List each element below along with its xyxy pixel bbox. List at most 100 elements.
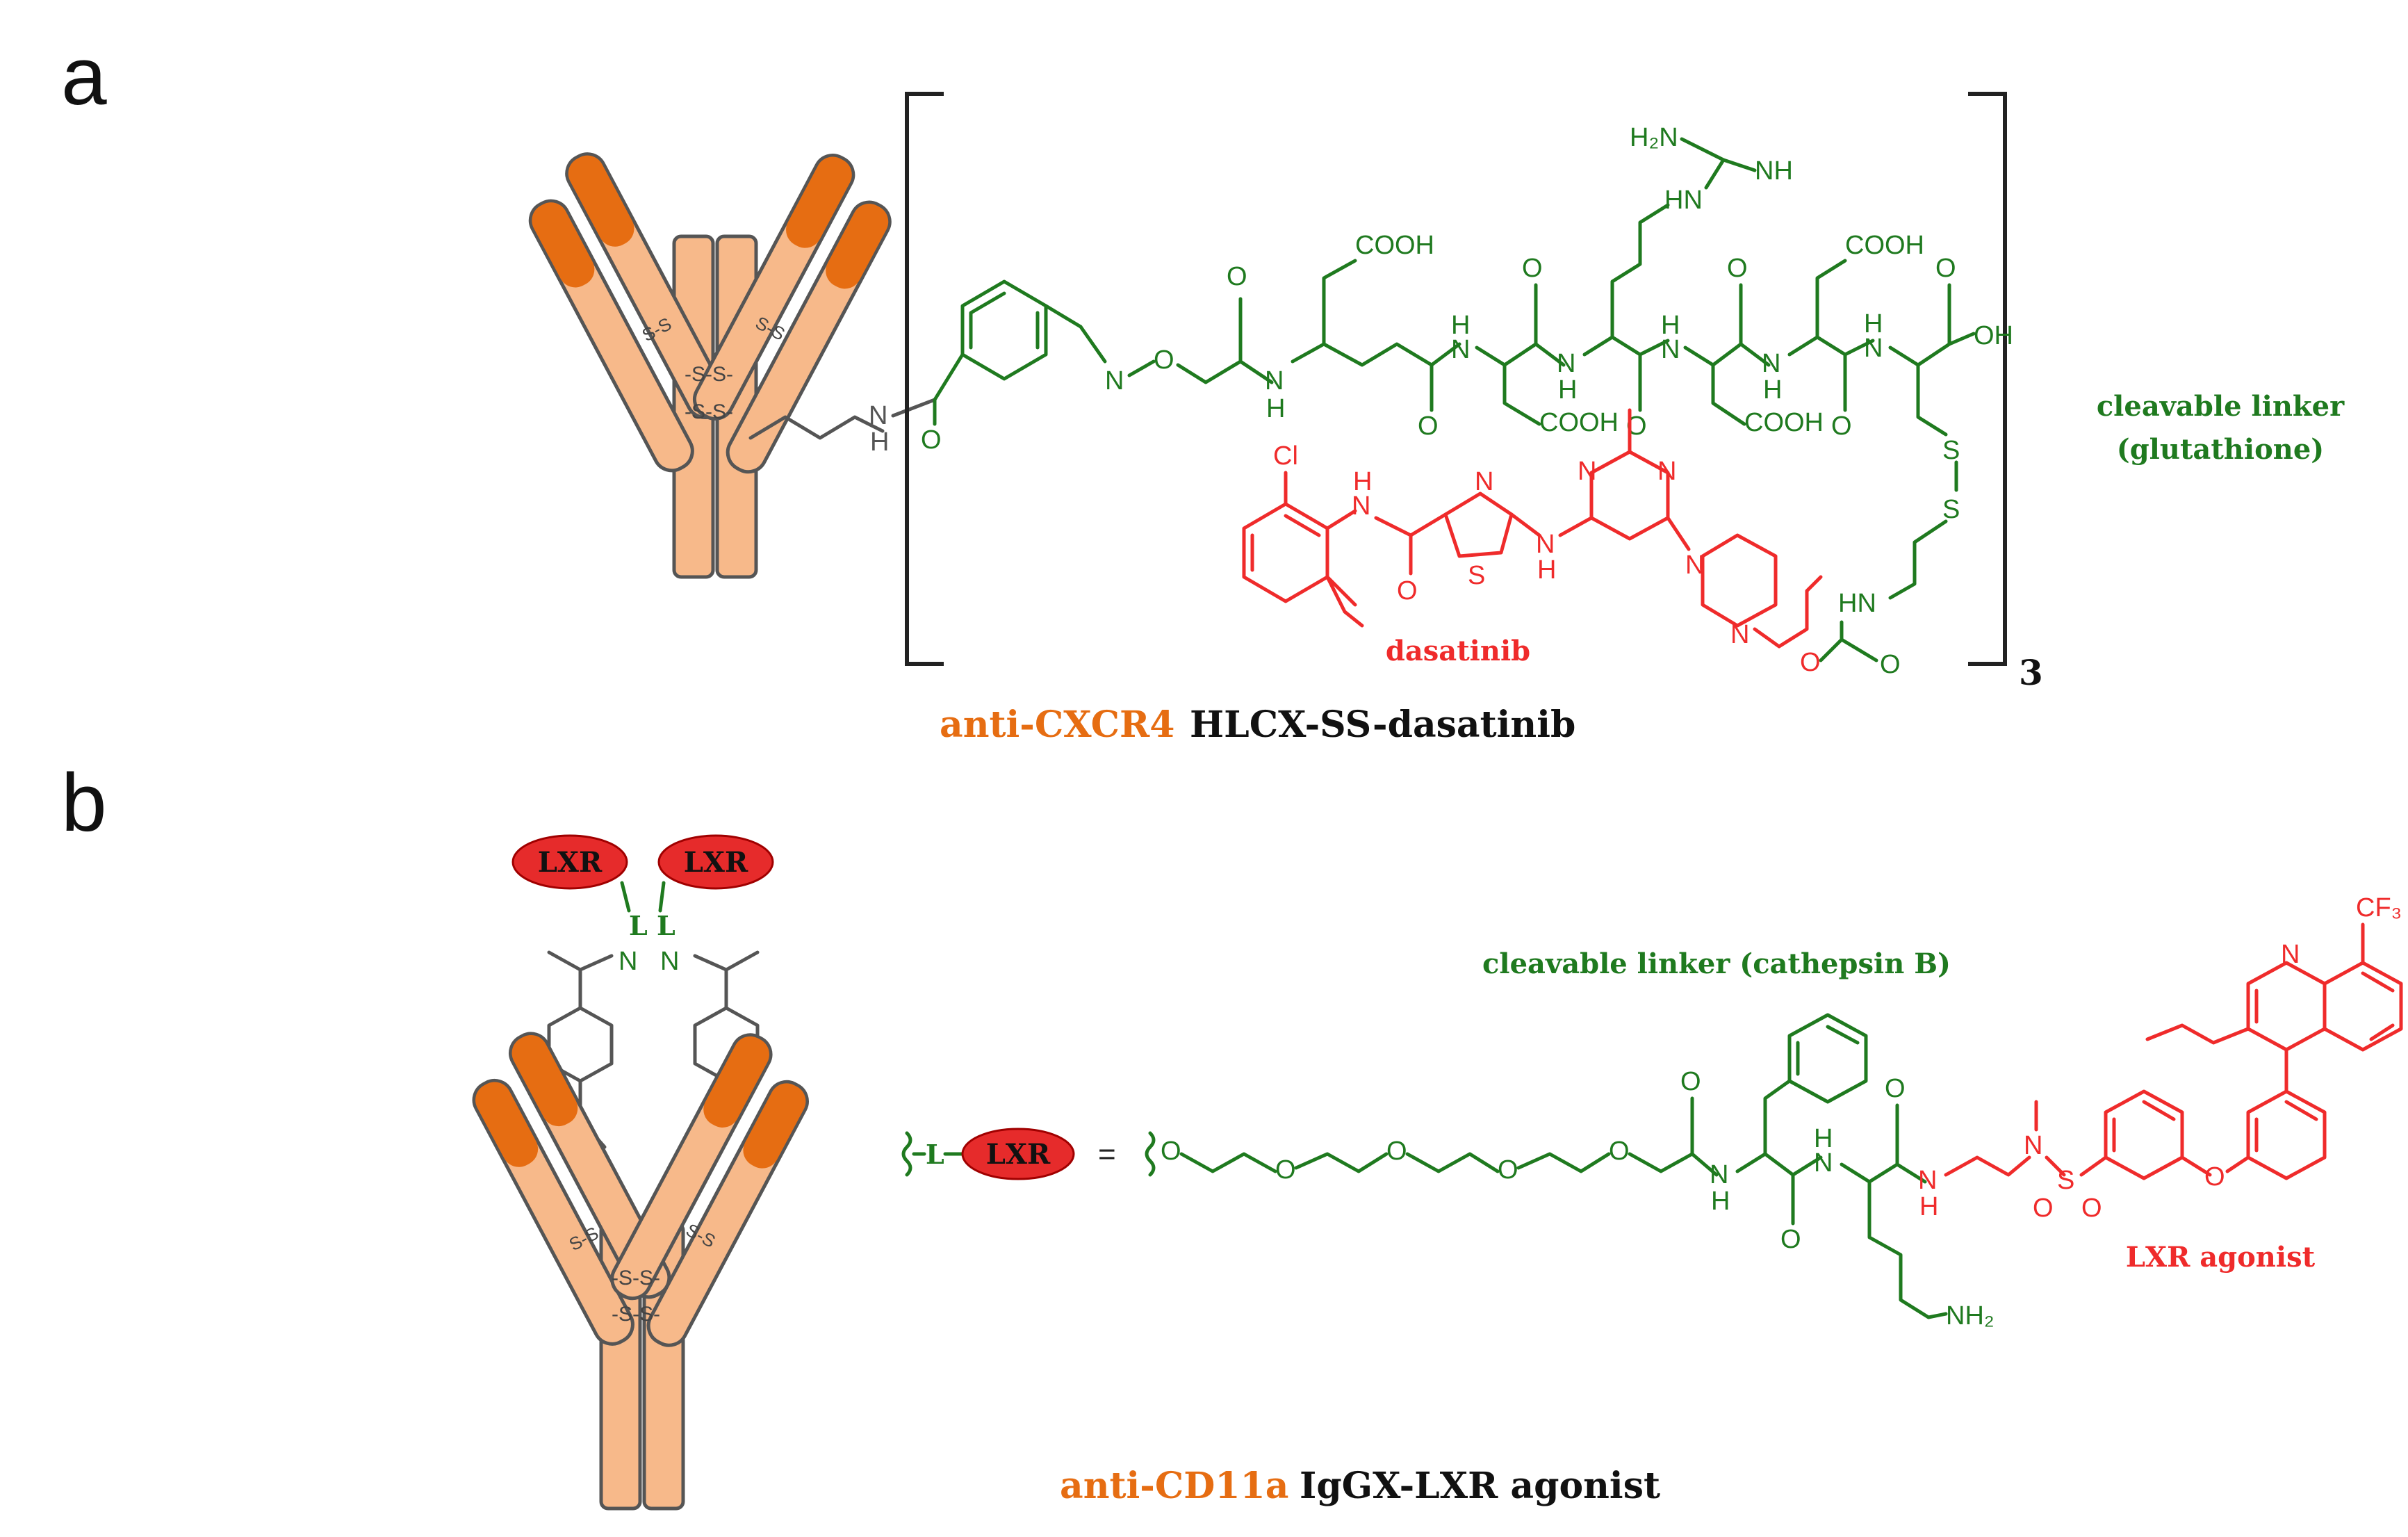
a-atom-o-7: O <box>1831 412 1852 441</box>
b-atom-n-2: N <box>660 947 679 976</box>
a-atom-o-1: O <box>921 425 942 455</box>
svg-text:O: O <box>1780 1225 1801 1254</box>
a-atom-o-6: O <box>1727 254 1748 283</box>
b-linker-l-2: L <box>657 910 675 941</box>
svg-text:S: S <box>2057 1166 2074 1195</box>
b-equals: = <box>1098 1137 1116 1171</box>
a-atom-cooh-4: COOH <box>1845 231 1924 260</box>
a-atom-h-3: H <box>1558 375 1577 405</box>
a-atom-n-3: N <box>1557 349 1575 378</box>
svg-text:NH₂: NH₂ <box>1946 1301 1995 1331</box>
caption-a-name: HLCX-SS-dasatinib <box>1190 704 1575 746</box>
a-atom-o-4: O <box>1522 254 1543 283</box>
svg-text:CF₃: CF₃ <box>2356 893 2402 922</box>
a-atom-n-2: N <box>1451 335 1470 364</box>
svg-text:-S-S-: -S-S- <box>612 1303 660 1326</box>
oxime-linkers-b <box>547 950 760 1149</box>
a-atom-h-link: H <box>1537 555 1556 585</box>
a-atom-n-link: N <box>1536 530 1555 559</box>
a-atom-n-pyr2: N <box>1657 457 1676 486</box>
a-atom-o-9: O <box>1880 650 1901 679</box>
svg-text:N: N <box>1814 1148 1833 1178</box>
a-atom-o-10: O <box>1800 648 1821 677</box>
antibody-a-icon: -S-S- -S-S- S-S S-S <box>528 152 892 579</box>
a-atom-n-1: N <box>1265 366 1284 396</box>
svg-text:N: N <box>2281 940 2300 969</box>
a-atom-s-2: S <box>1942 495 1960 524</box>
a-atom-cooh-3: COOH <box>1744 408 1824 437</box>
a-atom-oh: OH <box>1974 321 2013 350</box>
a-atom-cl: Cl <box>1273 441 1298 471</box>
a-atom-h2n: H₂N <box>1630 123 1678 152</box>
b-atom-n-1: N <box>619 947 637 976</box>
a-atom-n-thz: N <box>1475 467 1493 496</box>
label-linker-b: cleavable linker (cathepsin B) <box>1482 948 1951 980</box>
a-atom-h-amide: H <box>1353 467 1372 496</box>
svg-text:O: O <box>2081 1194 2102 1223</box>
svg-text:O: O <box>2033 1194 2054 1223</box>
label-linker-a-line1: cleavable linker <box>2097 390 2345 423</box>
a-atom-h-lys: H <box>870 428 889 457</box>
a-atom-h-2: H <box>1451 311 1470 340</box>
a-atom-h-1: H <box>1266 394 1285 423</box>
a-atom-h-5: H <box>1763 375 1782 405</box>
antibody-b-icon: -S-S- -S-S- S-S S-S <box>472 1032 809 1511</box>
label-linker-a-line2: (glutathione) <box>2117 433 2324 466</box>
svg-text:N: N <box>1918 1166 1937 1195</box>
bracket-subscript: 3 <box>2019 652 2043 693</box>
a-atom-h-4: H <box>1661 311 1680 340</box>
svg-text:-S-S-: -S-S- <box>612 1267 660 1290</box>
svg-text:O: O <box>1680 1067 1701 1096</box>
a-atom-o-amide: O <box>1397 576 1418 605</box>
b-linker-l-legend: L <box>926 1139 944 1170</box>
a-atom-o-oxime: O <box>1154 345 1174 375</box>
lxr-badge-1: LXR <box>511 834 628 890</box>
svg-text:O: O <box>1275 1155 1296 1185</box>
bracket-right <box>1968 92 2007 666</box>
svg-text:O: O <box>1885 1074 1906 1103</box>
lxr-badge-2: LXR <box>657 834 774 890</box>
svg-text:LXR: LXR <box>538 846 603 879</box>
a-atom-hn-carb: HN <box>1838 589 1876 618</box>
panel-a-letter: a <box>61 31 107 122</box>
dasatinib-structure: Cl N H O N S N H N N N N <box>1242 408 1823 649</box>
linker-b-structure: O O O O O O N H O H N O NH₂ N H <box>1145 1013 1995 1331</box>
bracket-left <box>905 92 944 666</box>
svg-text:LXR: LXR <box>986 1138 1051 1171</box>
a-atom-s-thz: S <box>1468 561 1485 590</box>
a-atom-n-6: N <box>1864 334 1883 363</box>
svg-text:H: H <box>1919 1192 1938 1221</box>
a-atom-hn-arg: HN <box>1664 186 1703 215</box>
a-atom-o-3: O <box>1418 412 1439 441</box>
svg-text:O: O <box>1498 1155 1518 1185</box>
a-atom-o-2: O <box>1227 262 1247 291</box>
a-atom-n-pyr1: N <box>1578 457 1596 486</box>
a-atom-n-4: N <box>1661 335 1680 364</box>
a-atom-n-amide: N <box>1352 491 1370 521</box>
caption-b-target: anti-CD11a <box>1060 1465 1288 1507</box>
linker-a-structure: O N O O N H COOH O H N COOH O N H <box>921 123 2013 679</box>
a-atom-h-6: H <box>1864 309 1883 339</box>
svg-text:O: O <box>1609 1137 1630 1166</box>
svg-text:O: O <box>1161 1137 1181 1166</box>
svg-text:N: N <box>1710 1160 1728 1189</box>
a-atom-n-lys: N <box>869 401 887 430</box>
svg-text:H: H <box>1711 1187 1730 1216</box>
label-lxr-agonist: LXR agonist <box>2126 1241 2316 1274</box>
svg-text:H: H <box>1814 1124 1833 1153</box>
panel-b-letter: b <box>61 757 107 849</box>
a-atom-n-imine: N <box>1105 366 1124 396</box>
caption-b-name: IgGX-LXR agonist <box>1300 1465 1660 1507</box>
svg-text:LXR: LXR <box>684 846 748 879</box>
lxr-badge-legend: LXR <box>961 1128 1075 1180</box>
a-atom-s-1: S <box>1942 436 1960 465</box>
svg-text:N: N <box>2024 1131 2042 1160</box>
lxr-agonist-structure: N S O O O N CF₃ <box>1944 893 2403 1223</box>
svg-text:O: O <box>2204 1162 2225 1192</box>
svg-text:O: O <box>1386 1137 1407 1166</box>
svg-text:-S-S-: -S-S- <box>685 363 733 386</box>
a-atom-o-8: O <box>1935 254 1956 283</box>
a-atom-n-pip2: N <box>1730 620 1749 649</box>
a-atom-cooh-1: COOH <box>1355 231 1434 260</box>
